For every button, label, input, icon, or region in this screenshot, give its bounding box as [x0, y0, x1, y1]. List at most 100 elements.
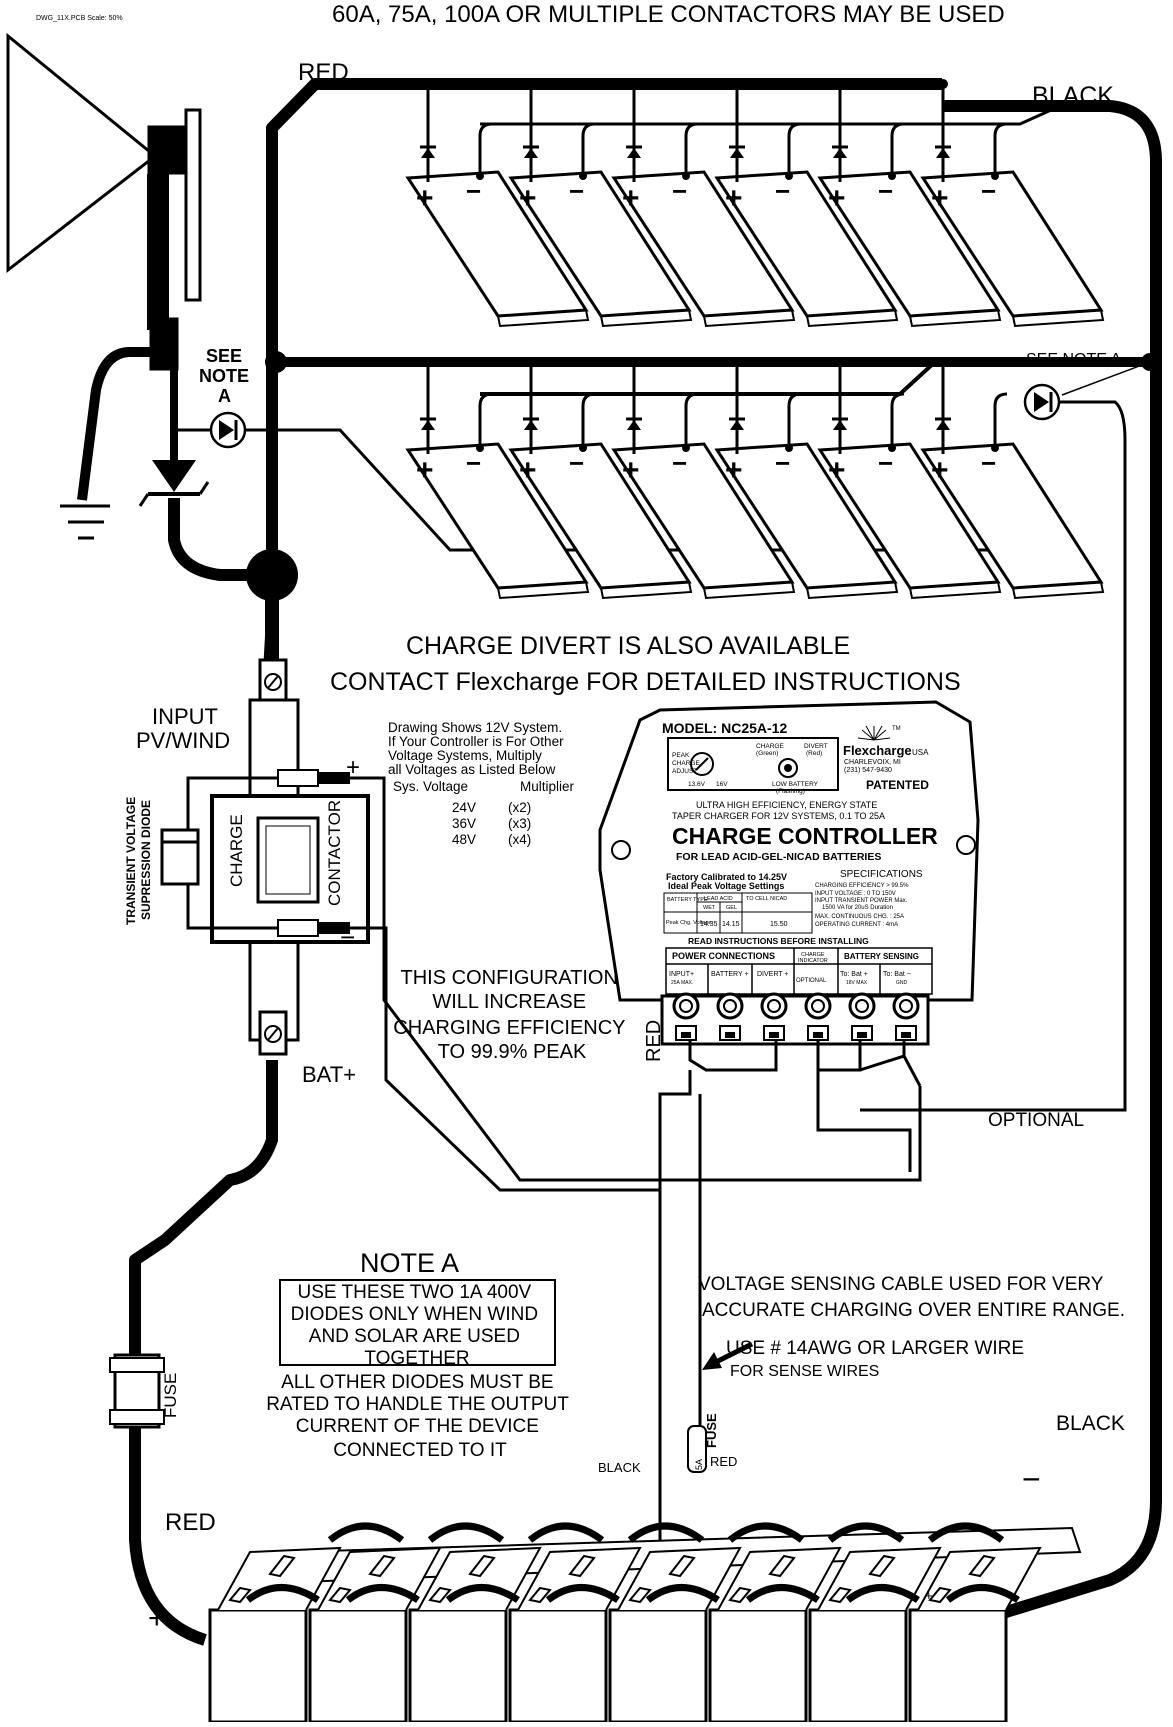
back-strap: [527, 1522, 605, 1543]
svg-text:Ideal Peak Voltage Settings: Ideal Peak Voltage Settings: [668, 881, 784, 891]
panel-plus: +: [725, 454, 743, 487]
panel-diode-icon: [627, 148, 641, 158]
svg-text:USA: USA: [912, 748, 929, 757]
panel-minus: −: [878, 448, 893, 478]
svg-text:18V MAX: 18V MAX: [846, 980, 868, 986]
contactor-label: CONTACTOR: [325, 800, 344, 906]
back-strap: [927, 1522, 1005, 1543]
charge-controller: MODEL: NC25A-12 PEAK CHARGE ADJUST 13.6V…: [598, 700, 980, 1046]
svg-text:(Flashing): (Flashing): [776, 788, 805, 795]
cell-vent-icon: [968, 1554, 996, 1578]
bat-plus-label: BAT+: [302, 1062, 356, 1087]
panel-minus: −: [672, 448, 687, 478]
tvs-label-line2: SUPRESSION DIODE: [139, 800, 153, 920]
red-label-top: RED: [298, 59, 349, 86]
terminal-screw: [892, 992, 920, 1041]
svg-text:Voltage Systems, Multiply: Voltage Systems, Multiply: [388, 748, 542, 763]
battery-type-table: [663, 892, 813, 934]
wind-turbine: [6, 32, 202, 371]
panel-plus: +: [828, 454, 846, 487]
cell-vent-icon: [768, 1554, 796, 1578]
battery-cell: [908, 1546, 1042, 1724]
file-label: DWG_11X.PCB Scale: 50%: [36, 15, 123, 22]
svg-text:READ INSTRUCTIONS BEFORE INSTA: READ INSTRUCTIONS BEFORE INSTALLING: [688, 936, 869, 946]
note-a-diode-right: [1023, 361, 1151, 1112]
see-note-a-left: SEE NOTE A: [199, 346, 254, 406]
svg-text:BATTERY +: BATTERY +: [711, 971, 749, 978]
sense-fuse: [687, 1425, 707, 1473]
sensing-line2: ACCURATE CHARGING OVER ENTIRE RANGE.: [702, 1300, 1125, 1321]
panel-diode-icon: [833, 420, 847, 430]
solar-panel: +−: [611, 79, 796, 328]
svg-text:If Your Controller is For Othe: If Your Controller is For Other: [388, 734, 564, 749]
svg-text:ULTRA HIGH EFFICIENCY, ENERGY: ULTRA HIGH EFFICIENCY, ENERGY STATE: [696, 800, 877, 810]
note-a-box: [279, 1279, 556, 1366]
wire-note: USE # 14AWG OR LARGER WIRE: [726, 1338, 1024, 1359]
charge-label: CHARGE: [227, 814, 246, 887]
panel-minus: −: [569, 448, 584, 478]
panel-plus: +: [931, 454, 949, 487]
optional-label: OPTIONAL: [988, 1110, 1084, 1131]
wire-note-sub: FOR SENSE WIRES: [730, 1363, 879, 1380]
battery-cell: [408, 1546, 542, 1724]
cell-strap: [245, 1584, 320, 1603]
svg-text:Sys. Voltage: Sys. Voltage: [393, 779, 468, 794]
tvs-diode-wind: [138, 460, 210, 507]
svg-text:INPUT+: INPUT+: [669, 971, 694, 978]
cell-strap: [345, 1584, 420, 1603]
panel-diode-icon: [936, 420, 950, 430]
cell-vent-icon: [868, 1554, 896, 1578]
svg-text:ADJUST: ADJUST: [672, 768, 697, 775]
input-label-2: PV/WIND: [136, 728, 230, 753]
fuse-label: FUSE: [161, 1373, 180, 1418]
divert-note-line2: CONTACT Flexcharge FOR DETAILED INSTRUCT…: [330, 668, 961, 696]
solar-panel-row-bottom: +−+−+−+−+−+−: [405, 357, 1105, 600]
battery-cell: [308, 1546, 442, 1724]
cell-sign: +: [925, 1588, 933, 1603]
note-a-rest: ALL OTHER DIODES MUST BE RATED TO HANDLE…: [266, 1372, 574, 1461]
svg-text:(231) 547-9430: (231) 547-9430: [844, 767, 892, 774]
bus-junction-dot: [265, 351, 287, 373]
voltage-multiplier-table: Drawing Shows 12V System. If Your Contro…: [388, 720, 575, 847]
see-note-a-right: SEE NOTE A: [1026, 351, 1121, 368]
cell-vent-icon: [568, 1554, 596, 1578]
panel-plus: +: [931, 182, 949, 215]
panel-diode-icon: [730, 148, 744, 158]
cell-strap: [745, 1584, 820, 1603]
back-strap: [627, 1522, 705, 1543]
battery-cell: [508, 1546, 642, 1724]
black-bottom-label: BLACK: [1056, 1412, 1125, 1435]
svg-text:24V: 24V: [452, 800, 476, 815]
svg-text:(x2): (x2): [508, 800, 531, 815]
svg-text:Flexcharge: Flexcharge: [843, 743, 912, 758]
battery-bank: +: [208, 1522, 1082, 1724]
back-strap: [827, 1522, 905, 1543]
svg-text:14.15: 14.15: [722, 921, 740, 928]
coil-plus: +: [346, 754, 360, 781]
cell-strap: [845, 1584, 920, 1603]
svg-text:TM: TM: [892, 726, 901, 732]
terminal-screw: [672, 992, 700, 1041]
svg-text:(x3): (x3): [508, 816, 531, 831]
svg-text:To: Bat +: To: Bat +: [840, 971, 868, 978]
black-small-label: BLACK: [598, 1460, 641, 1475]
panel-plus: +: [416, 454, 434, 487]
battery-cell: [208, 1546, 342, 1724]
panel-minus: −: [981, 176, 996, 206]
back-strap: [327, 1522, 405, 1543]
battery-cell: [708, 1546, 842, 1724]
svg-text:GND: GND: [896, 980, 908, 986]
panel-minus: −: [775, 176, 790, 206]
divert-note-line1: CHARGE DIVERT IS ALSO AVAILABLE: [406, 632, 850, 660]
fuse-small-label: FUSE: [704, 1413, 719, 1448]
cell-vent-icon: [368, 1554, 396, 1578]
battery-plus: +: [148, 1602, 166, 1635]
battery-cell: [808, 1546, 942, 1724]
panel-minus: −: [981, 448, 996, 478]
config-note: THIS CONFIGURATION WILL INCREASE CHARGIN…: [393, 967, 630, 1063]
svg-text:CHARGE: CHARGE: [801, 952, 825, 958]
svg-text:Peak Chg. Voltage: Peak Chg. Voltage: [666, 920, 712, 926]
svg-text:SPECIFICATIONS: SPECIFICATIONS: [840, 869, 923, 880]
svg-text:OPERATING CURRENT : 4mA: OPERATING CURRENT : 4mA: [815, 922, 898, 928]
